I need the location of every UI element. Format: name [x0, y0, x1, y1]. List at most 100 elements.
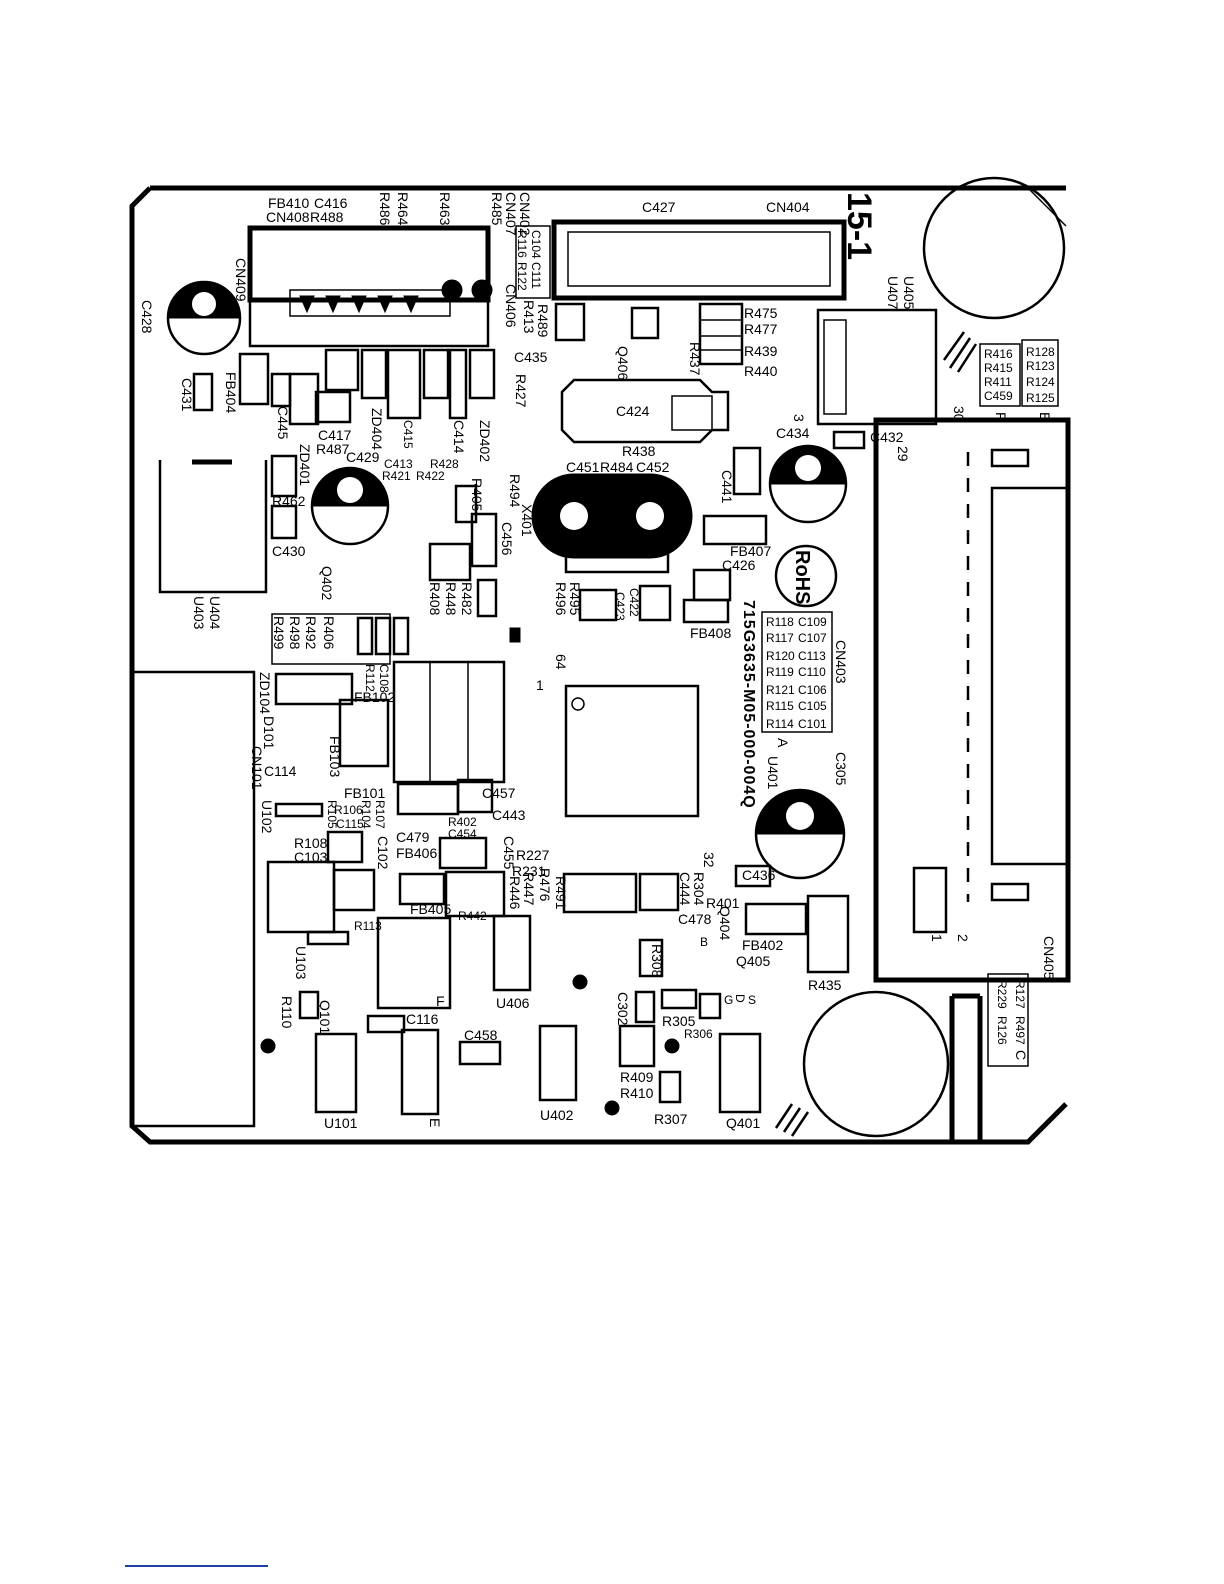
label-r495: R495 [567, 582, 583, 616]
label-c451: C451 [566, 459, 600, 475]
label-r227: R227 [516, 847, 550, 863]
label-r127: R127 [1013, 980, 1027, 1009]
label-fb405: FB405 [410, 901, 451, 917]
label-r119: R119 [766, 665, 794, 679]
label-fb406: FB406 [396, 845, 437, 861]
label-r486: R486 [377, 192, 393, 226]
rohs-text: RoHS [791, 550, 813, 604]
label-r121: R121 [766, 683, 795, 697]
label-c431: C431 [179, 378, 195, 412]
label-r484: R484 [600, 459, 634, 475]
label-r409: R409 [620, 1069, 654, 1085]
capacitor-c305 [754, 788, 846, 880]
label-r408: R408 [427, 582, 443, 616]
label-q406: Q406 [615, 346, 631, 380]
label-c428: C428 [139, 300, 155, 334]
small-parts-row-top [192, 302, 866, 624]
label-r494: R494 [507, 474, 523, 508]
label-c110: C110 [798, 665, 826, 679]
label-c424: C424 [616, 403, 650, 419]
label-r128: R128 [1026, 345, 1055, 359]
label-r114: R114 [766, 717, 794, 731]
label-u407: U407 [885, 276, 901, 310]
label-c456: C456 [499, 522, 515, 556]
label-u403: U403 [191, 596, 207, 630]
label-c441: C441 [719, 470, 735, 504]
label-r307: R307 [654, 1111, 688, 1127]
label-r113: R113 [354, 919, 382, 933]
label-r411: R411 [984, 375, 1012, 389]
label-r118: R118 [766, 615, 794, 629]
label-r306: R306 [684, 1027, 713, 1041]
label-c430: C430 [272, 543, 306, 559]
label-padE: E [427, 1118, 443, 1127]
label-pinF: F [993, 412, 1009, 421]
small-parts-row-bottom [266, 698, 850, 1116]
label-r482: R482 [459, 582, 475, 616]
label-cn402: CN402 [517, 192, 533, 236]
label-c432: C432 [870, 429, 904, 445]
label-r410: R410 [620, 1085, 654, 1101]
label-r488: R488 [310, 209, 344, 225]
label-c455: C455 [501, 836, 517, 870]
label-u405: U405 [901, 276, 917, 310]
label-r447: R447 [521, 872, 537, 906]
label-c426: C426 [722, 557, 756, 573]
connector-cn405 [949, 993, 983, 1142]
label-r107: R107 [373, 800, 387, 829]
label-u404: U404 [207, 596, 223, 630]
fiducial-1 [260, 1038, 276, 1054]
label-cn404: CN404 [766, 199, 810, 215]
label-q401: Q401 [726, 1115, 760, 1131]
label-r437: R437 [687, 342, 703, 376]
label-cn407: CN407 [503, 192, 519, 236]
label-q101: Q101 [317, 1000, 333, 1034]
connector-cn408 [247, 225, 493, 348]
label-c417: C417 [318, 427, 352, 443]
label-r485: R485 [489, 192, 505, 226]
label-c115: C115 [336, 817, 364, 831]
label-r405: R405 [469, 478, 485, 512]
label-r305: R305 [662, 1013, 696, 1029]
label-u401: U401 [765, 756, 781, 790]
label-r477: R477 [744, 321, 778, 337]
label-r124: R124 [1026, 375, 1055, 389]
label-r304: R304 [691, 872, 707, 906]
label-c454: C454 [448, 827, 477, 841]
label-c458: C458 [464, 1027, 498, 1043]
label-r229: R229 [995, 980, 1009, 1009]
label-r462: R462 [272, 493, 306, 509]
label-cn409: CN409 [233, 258, 249, 302]
label-r120: R120 [766, 649, 795, 663]
label-c427: C427 [642, 199, 676, 215]
label-cn405: CN405 [1041, 936, 1057, 980]
label-revision: A [775, 738, 791, 748]
label-r442: R442 [458, 909, 487, 923]
capacitor-c430-big [310, 466, 390, 546]
label-c106: C106 [798, 683, 827, 697]
label-r413: R413 [521, 300, 537, 334]
connector-cn403 [873, 417, 1071, 983]
label-fb410: FB410 [268, 195, 309, 211]
label-r496: R496 [553, 582, 569, 616]
label-r463: R463 [437, 192, 453, 226]
label-c444: C444 [677, 872, 693, 906]
label-u101: U101 [324, 1115, 358, 1131]
label-r406: R406 [321, 616, 337, 650]
label-pin29: 29 [895, 446, 911, 462]
silkscreen-labels: FB410 C416 CN408 R488 R486 R464 R463 CN4… [139, 192, 1057, 1131]
fiducial-square [509, 627, 521, 643]
label-r487: R487 [316, 441, 350, 457]
label-r492: R492 [303, 616, 319, 650]
label-r112: R112 [363, 664, 377, 692]
connector-cn101 [130, 670, 256, 1128]
ic-u404 [158, 459, 268, 594]
label-c111: C111 [529, 262, 543, 289]
label-c445: C445 [275, 406, 291, 440]
label-u103: U103 [293, 946, 309, 980]
label-r438: R438 [622, 443, 656, 459]
fiducial-4 [604, 1100, 620, 1116]
screw-mark-bottom [774, 1103, 810, 1137]
label-r421: R421 [382, 469, 411, 483]
